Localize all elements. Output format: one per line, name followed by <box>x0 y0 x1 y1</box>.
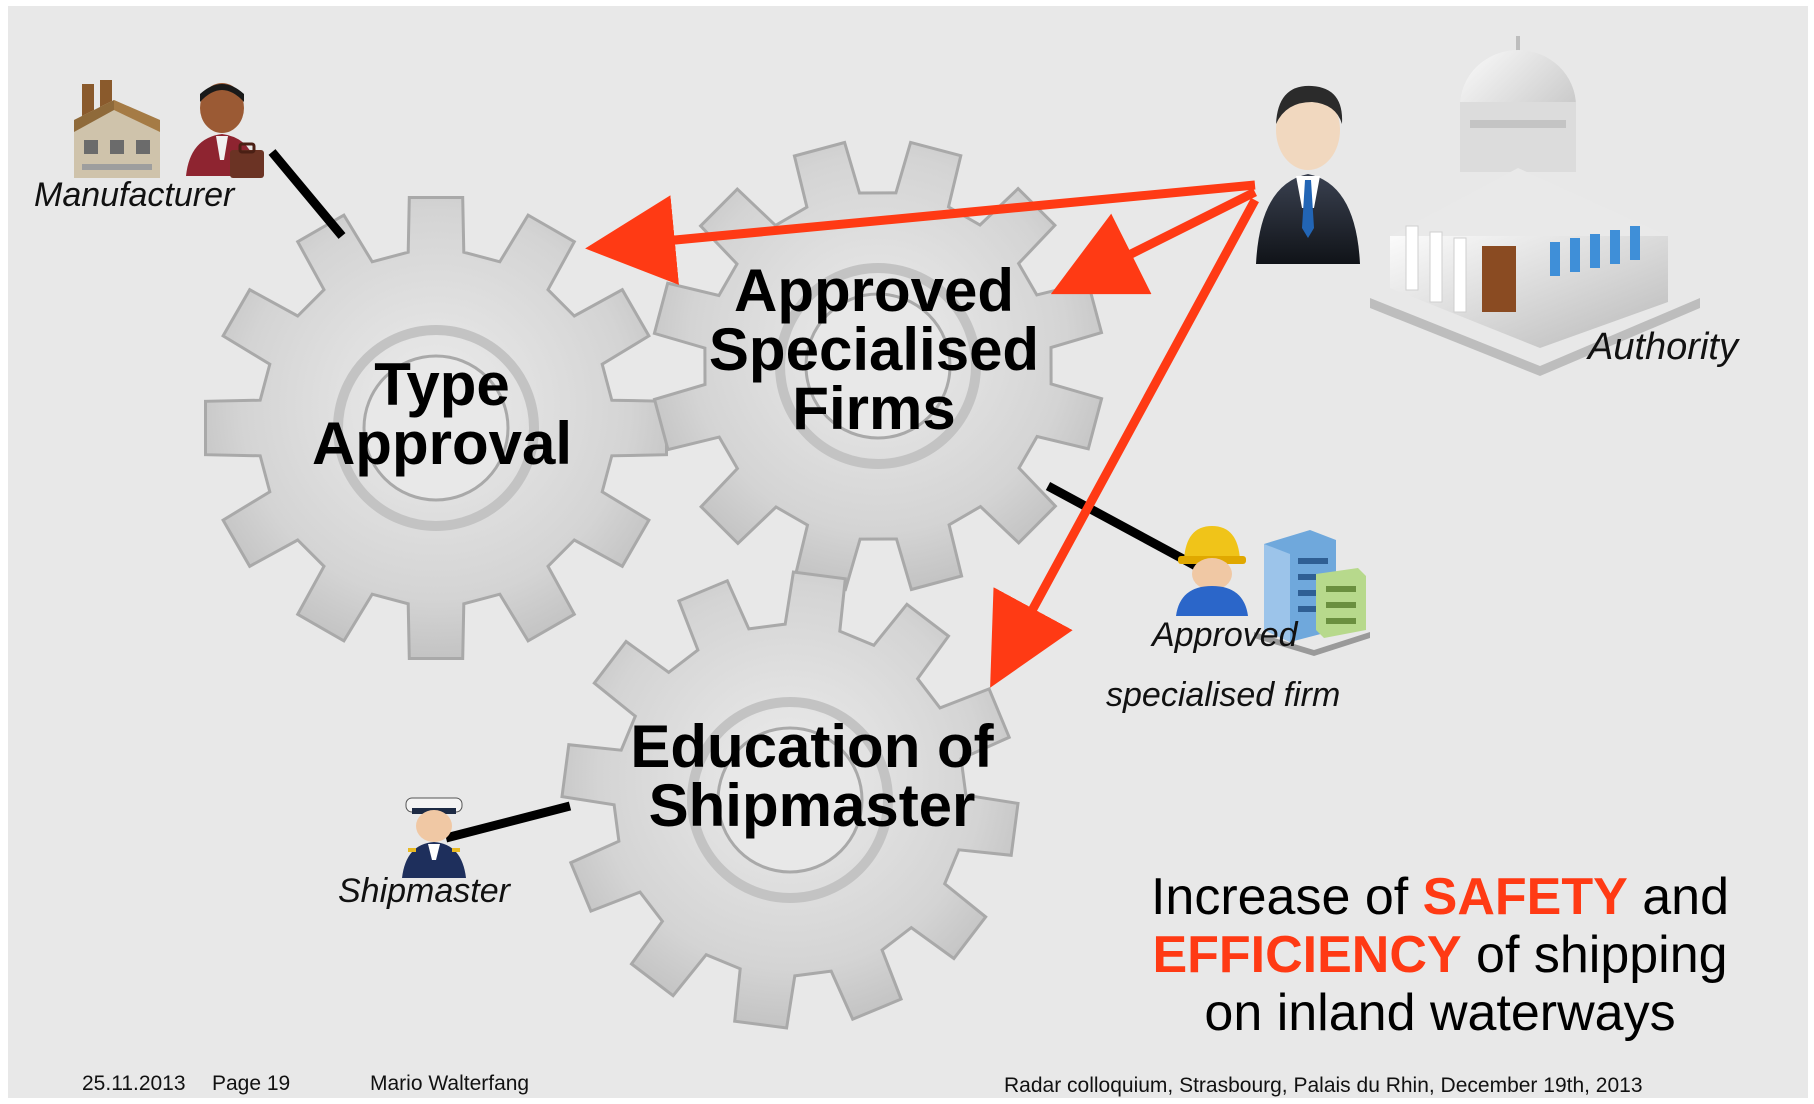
authority-arrows <box>585 180 1259 688</box>
factory-icon <box>74 80 160 178</box>
footer-event: Radar colloquium, Strasbourg, Palais du … <box>1004 1074 1643 1097</box>
arrow-to-education <box>990 197 1259 688</box>
message-text-3: of shipping <box>1461 926 1728 985</box>
businessman-icon <box>186 83 264 178</box>
firm-label-line2: specialised firm <box>1106 676 1341 714</box>
message-line-3: on inland waterways <box>1204 984 1676 1043</box>
capitol-building-icon <box>1370 36 1700 376</box>
message-line-1: Increase of SAFETY and <box>1100 868 1780 926</box>
message-text-1: Increase of <box>1150 868 1423 926</box>
type-approval-label: Type Approval <box>311 351 573 477</box>
education-label: Education of Shipmaster <box>630 713 994 839</box>
approved-firms-label: Approved Specialised Firms <box>708 257 1040 442</box>
authority-label: Authority <box>1588 326 1738 368</box>
footer-date: 25.11.2013 <box>82 1072 186 1095</box>
ship-captain-icon <box>402 797 466 878</box>
arrow-to-approved-firms <box>1050 187 1258 295</box>
official-icon <box>1256 85 1360 264</box>
message-text-2: and <box>1627 868 1730 926</box>
message-line-2: EFFICIENCY of shipping <box>1100 926 1780 984</box>
gear-firms-ring <box>775 263 981 469</box>
manufacturer-connector <box>268 149 346 239</box>
gear-edu-ring <box>687 697 893 903</box>
footer-page: Page 19 <box>212 1072 291 1095</box>
gear-type-body <box>204 196 668 660</box>
shipmaster-label: Shipmaster <box>338 872 510 910</box>
key-message: Increase of SAFETY and EFFICIENCY of shi… <box>1100 868 1780 1043</box>
gear-firms-body <box>652 140 1104 592</box>
safety-highlight: SAFETY <box>1422 868 1628 926</box>
firm-connector <box>1045 482 1199 570</box>
gear-approved-firms <box>652 140 1104 592</box>
efficiency-highlight: EFFICIENCY <box>1152 926 1462 985</box>
gear-edu-body <box>560 570 1020 1030</box>
manufacturer-label: Manufacturer <box>34 176 235 214</box>
footer-author: Mario Walterfang <box>370 1072 530 1095</box>
gear-type-approval <box>204 196 668 660</box>
arrow-to-type-approval <box>585 180 1256 285</box>
office-buildings-icon <box>1254 530 1370 656</box>
gear-education <box>560 570 1020 1030</box>
shipmaster-connector <box>444 801 572 843</box>
firm-label-line1: Approved <box>1152 616 1298 654</box>
gear-type-ring <box>333 325 539 531</box>
worker-icon <box>1176 526 1248 616</box>
